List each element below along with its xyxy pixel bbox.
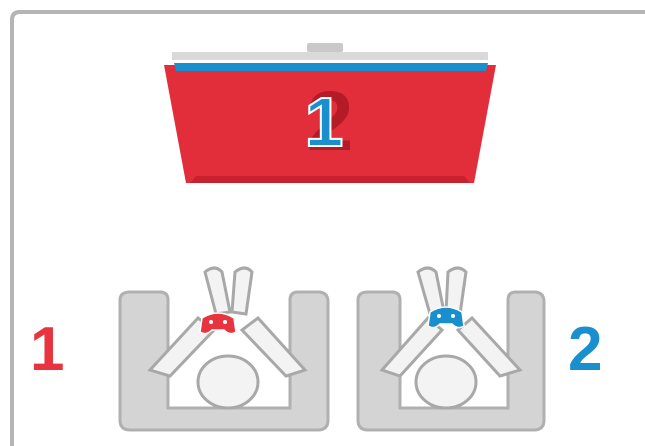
tv-digit-1: 1 (305, 83, 344, 161)
gamepad-icon (428, 307, 464, 328)
tv-screen-blue-edge (174, 63, 488, 71)
player-2-figure (382, 268, 520, 408)
gamepad-icon (200, 313, 236, 334)
tv-stand (307, 43, 343, 52)
tv-top-bezel (172, 52, 488, 60)
player-1-number: 1 (30, 319, 64, 381)
player-1-seat (120, 268, 328, 430)
player-1-figure (150, 268, 305, 408)
tv-bottom-shadow (190, 176, 470, 183)
player-2-number: 2 (568, 319, 602, 381)
player-2-seat (358, 268, 544, 430)
tv: 2 1 (164, 43, 496, 183)
